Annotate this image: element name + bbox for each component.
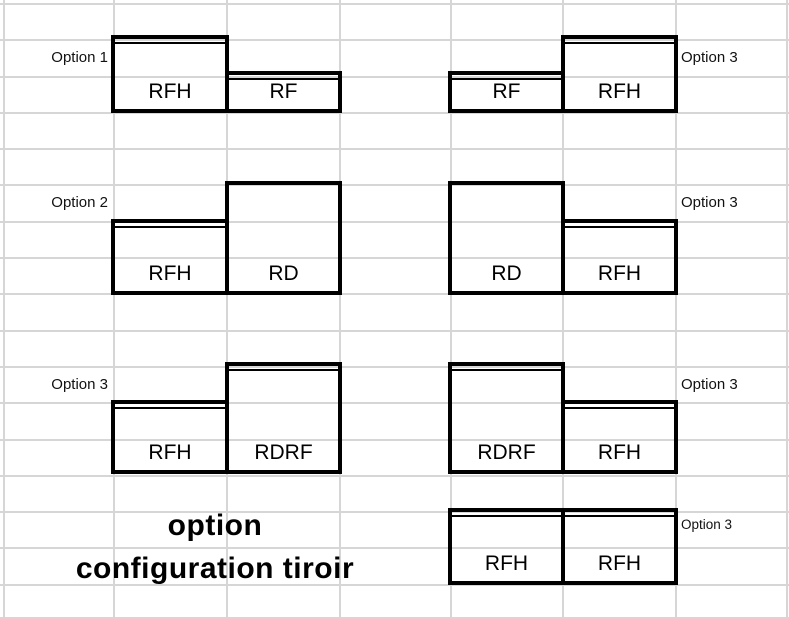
box-label: RFH: [148, 441, 192, 464]
box-label: RF: [492, 80, 521, 103]
caption-line-1: option: [167, 509, 263, 542]
box-label: RFH: [597, 552, 642, 575]
drawer-box-rfh: RFH: [561, 400, 678, 474]
box-label: RF: [269, 80, 298, 103]
box-label: RFH: [148, 262, 192, 285]
option-label: Option 3: [681, 193, 738, 211]
double-top-line: [565, 515, 674, 517]
box-label: RFH: [597, 262, 642, 285]
drawer-box-rf: RF: [448, 71, 565, 113]
gridline: [0, 439, 789, 441]
double-top-line: [115, 226, 225, 228]
option-label: Option 3: [681, 516, 733, 532]
double-top-line: [452, 515, 561, 517]
drawer-box-rfh: RFH: [561, 219, 678, 295]
double-top-line: [565, 226, 674, 228]
gridline: [0, 547, 789, 549]
box-label: RFH: [148, 80, 192, 103]
drawer-box-rfh: RFH: [561, 508, 678, 585]
gridline: [226, 0, 228, 619]
gridline: [0, 112, 789, 114]
box-label: RFH: [597, 441, 642, 464]
drawer-box-rdrf: RDRF: [448, 362, 565, 474]
caption: option configuration tiroir: [25, 504, 405, 590]
gridline: [0, 3, 789, 5]
gridline: [0, 257, 789, 259]
caption-line-2: configuration tiroir: [75, 552, 355, 585]
option-label: Option 2: [51, 193, 108, 211]
gridline: [0, 475, 789, 477]
gridline: [562, 0, 564, 619]
gridline: [0, 584, 789, 586]
drawer-box-rfh: RFH: [561, 35, 678, 113]
box-label: RDRF: [254, 441, 313, 464]
gridline: [675, 0, 677, 619]
drawer-box-rfh: RFH: [448, 508, 565, 585]
double-top-line: [115, 407, 225, 409]
option-label: Option 3: [681, 375, 738, 393]
box-label: RFH: [597, 80, 642, 103]
gridline: [0, 293, 789, 295]
gridline: [339, 0, 341, 619]
double-top-line: [115, 42, 225, 44]
box-label: RFH: [484, 552, 529, 575]
drawer-box-rfh: RFH: [111, 219, 229, 295]
double-top-line: [452, 369, 561, 371]
double-top-line: [565, 42, 674, 44]
gridline: [0, 402, 789, 404]
gridline: [0, 617, 789, 619]
gridline: [450, 0, 452, 619]
double-top-line: [452, 78, 561, 80]
drawer-box-rdrf: RDRF: [225, 362, 342, 474]
drawer-box-rd: RD: [448, 181, 565, 295]
gridline: [0, 511, 789, 513]
gridline: [0, 148, 789, 150]
box-label: RDRF: [477, 441, 536, 464]
double-top-line: [229, 369, 338, 371]
gridline: [0, 39, 789, 41]
gridline: [786, 0, 788, 619]
double-top-line: [229, 78, 338, 80]
gridline: [113, 0, 115, 619]
drawer-box-rfh: RFH: [111, 35, 229, 113]
drawer-box-rd: RD: [225, 181, 342, 295]
double-top-line: [565, 407, 674, 409]
option-label: Option 3: [681, 48, 738, 66]
gridline: [3, 0, 5, 619]
gridline: [0, 221, 789, 223]
gridline: [0, 76, 789, 78]
drawer-box-rf: RF: [225, 71, 342, 113]
box-label: RD: [491, 262, 522, 285]
gridline: [0, 366, 789, 368]
option-label: Option 3: [51, 375, 108, 393]
box-label: RD: [268, 262, 299, 285]
option-label: Option 1: [51, 48, 108, 66]
gridline: [0, 330, 789, 332]
drawer-box-rfh: RFH: [111, 400, 229, 474]
gridline: [0, 184, 789, 186]
